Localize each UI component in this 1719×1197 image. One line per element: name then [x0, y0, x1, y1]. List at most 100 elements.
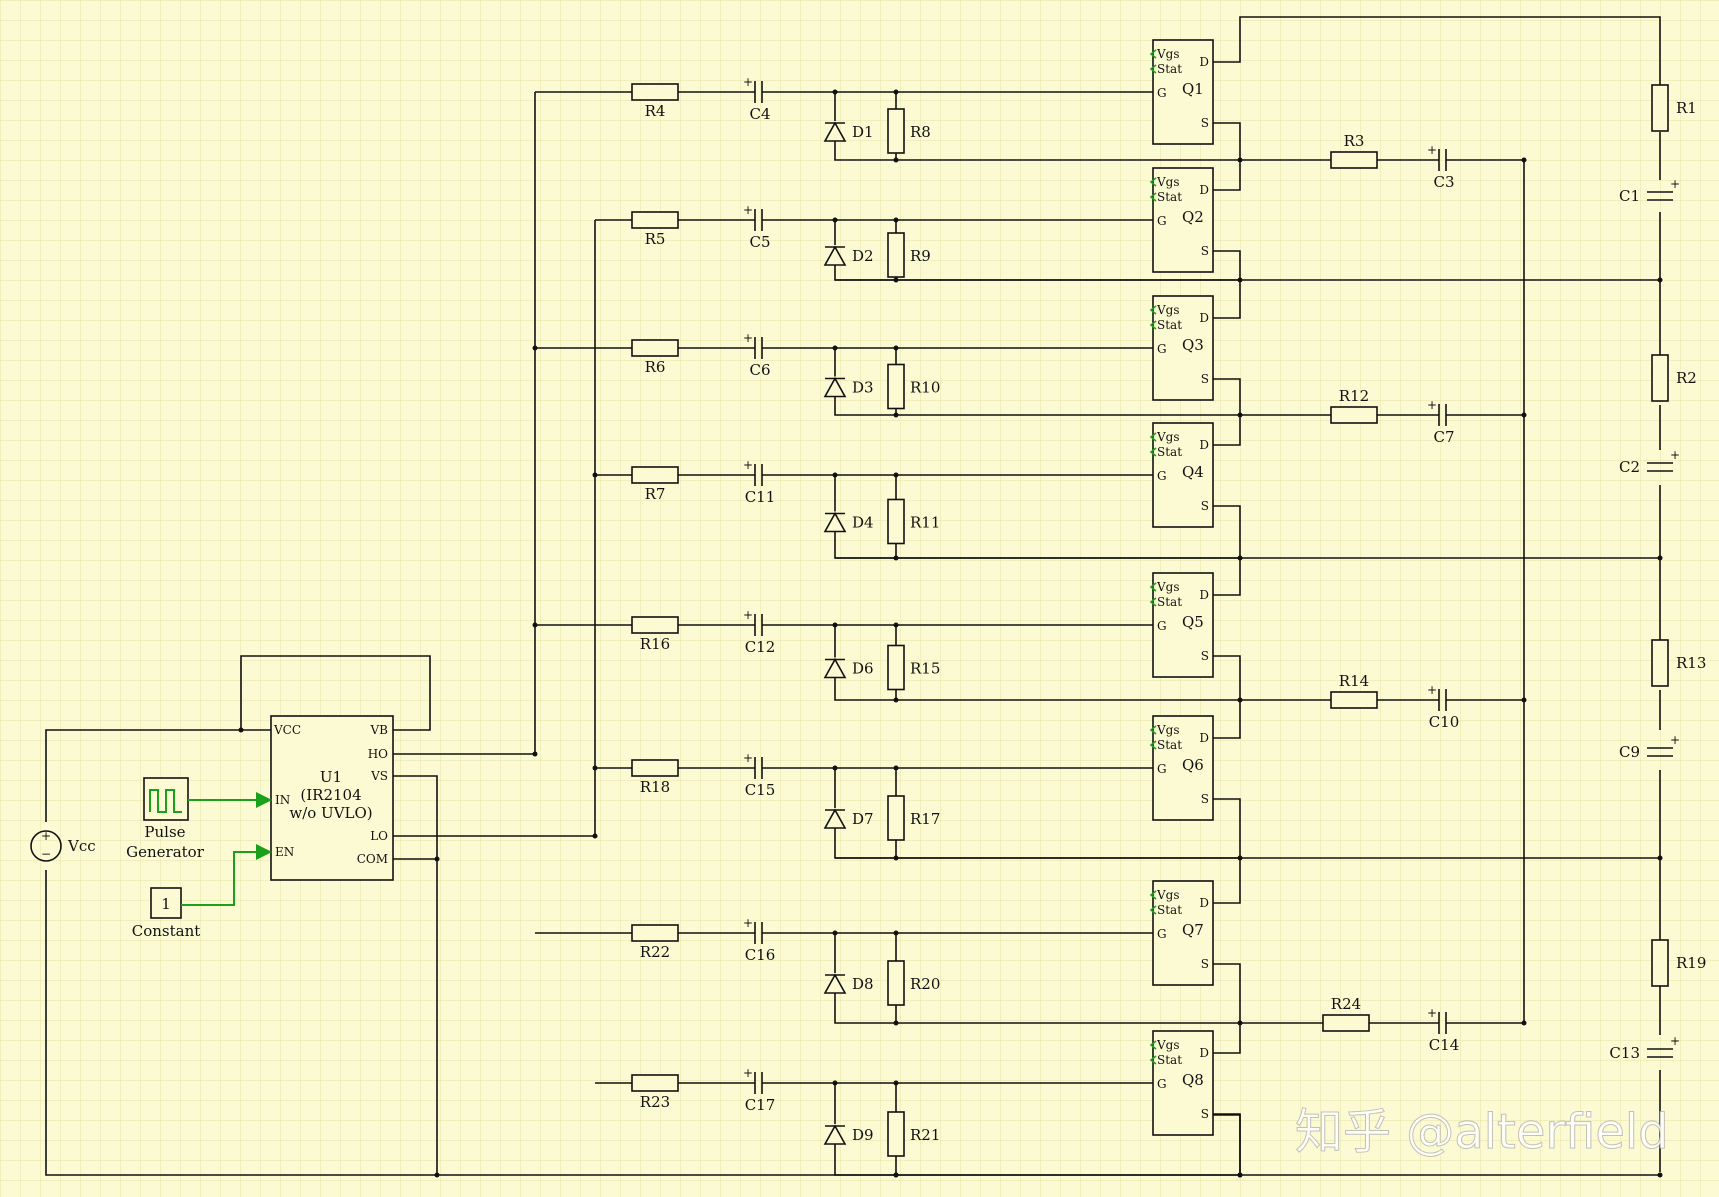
vcc-source[interactable]: + − Vcc	[30, 829, 96, 862]
plus-sign: +	[1670, 733, 1680, 747]
plus-sign: +	[743, 916, 753, 930]
junction-dot	[592, 765, 598, 771]
junction-dot	[893, 472, 899, 478]
pin-g-label: G	[1157, 927, 1167, 941]
probe-icon	[1149, 49, 1157, 74]
plus-sign: +	[743, 331, 753, 345]
junction-dot	[893, 412, 899, 418]
gate-capacitor-label: C17	[745, 1096, 776, 1114]
mosfet-label: Q8	[1182, 1071, 1204, 1089]
pin-s-label: S	[1201, 957, 1209, 971]
gate-capacitor-label: C12	[745, 638, 776, 656]
gate-resistor	[631, 466, 679, 484]
pin-stat-label: Stat	[1157, 1053, 1182, 1067]
junction-dot	[1657, 277, 1663, 283]
divider-resistor-label: R1	[1676, 99, 1697, 117]
diode-label: D4	[852, 514, 874, 532]
driver-part: (IR2104	[300, 786, 361, 804]
divider-2: R2+C2	[1619, 354, 1697, 561]
gate-capacitor-label: C16	[745, 946, 776, 964]
pin-vgs-label: Vgs	[1156, 580, 1180, 594]
pin-vcc-label: VCC	[273, 723, 301, 737]
plus-sign: +	[1427, 143, 1437, 157]
mosfet-label: Q7	[1182, 921, 1204, 939]
pin-vgs-label: Vgs	[1156, 303, 1180, 317]
pin-d-label: D	[1199, 731, 1209, 745]
pin-vgs-label: Vgs	[1156, 47, 1180, 61]
divider-capacitor	[1647, 462, 1673, 472]
diode-label: D6	[852, 660, 874, 678]
snubber-resistor-label: R3	[1344, 132, 1365, 150]
gate-resistor-label: R23	[640, 1093, 670, 1111]
pin-lo-label: LO	[370, 829, 388, 843]
snubber-capacitor	[1369, 1012, 1472, 1034]
junction-dot	[893, 1020, 899, 1026]
junction-dot	[832, 930, 838, 936]
gate-capacitor-label: C6	[749, 361, 770, 379]
probe-icon	[1149, 890, 1157, 915]
pin-d-label: D	[1199, 311, 1209, 325]
gate-resistor-label: R22	[640, 943, 670, 961]
snubber-resistor	[1330, 406, 1378, 424]
pin-s-label: S	[1201, 499, 1209, 513]
divider-resistor	[1651, 639, 1669, 687]
junction-dot	[893, 765, 899, 771]
divider-1: R1+C1	[1619, 84, 1697, 283]
gs-resistor-label: R15	[910, 660, 940, 678]
pin-in-label: IN	[275, 793, 290, 807]
constant-block[interactable]: 1 Constant	[132, 844, 272, 940]
diode-symbol	[823, 511, 847, 533]
snubber-resistor	[1330, 691, 1378, 709]
pin-d-label: D	[1199, 1046, 1209, 1060]
diode-label: D7	[852, 810, 874, 828]
divider-3: R13+C9	[1619, 639, 1706, 861]
plus-sign: +	[743, 1066, 753, 1080]
diode-symbol	[823, 1124, 847, 1145]
pin-stat-label: Stat	[1157, 190, 1182, 204]
driver-ic[interactable]: VCC IN EN VB HO VS LO COM U1 (IR2104 w/o…	[270, 715, 394, 881]
diode-symbol	[823, 973, 847, 994]
snubber-capacitor	[1377, 689, 1472, 711]
junction-dot	[893, 1080, 899, 1086]
junction-dot	[434, 856, 440, 862]
pulse-label-2: Generator	[126, 843, 205, 861]
plus-sign: +	[1670, 1034, 1680, 1048]
mosfet-label: Q2	[1182, 208, 1204, 226]
pin-stat-label: Stat	[1157, 445, 1182, 459]
gate-resistor	[631, 339, 679, 357]
pin-g-label: G	[1157, 342, 1167, 356]
gs-resistor	[887, 363, 905, 410]
snubber-capacitor-label: C14	[1429, 1036, 1460, 1054]
pin-vgs-label: Vgs	[1156, 888, 1180, 902]
gs-resistor-label: R8	[910, 123, 931, 141]
probe-icon	[1149, 1040, 1157, 1065]
plus-sign: +	[743, 75, 753, 89]
junction-dot	[434, 1172, 440, 1178]
snubber-capacitor-label: C7	[1433, 428, 1454, 446]
junction-dot	[592, 472, 598, 478]
pulse-generator[interactable]: Pulse Generator	[126, 777, 272, 861]
gate-resistor-label: R18	[640, 778, 670, 796]
pin-g-label: G	[1157, 1077, 1167, 1091]
junction-dot	[1521, 1020, 1527, 1026]
pin-vb-label: VB	[370, 723, 389, 737]
pin-s-label: S	[1201, 1107, 1209, 1121]
pin-vgs-label: Vgs	[1156, 430, 1180, 444]
divider-capacitor	[1647, 1048, 1673, 1058]
junction-dot	[832, 345, 838, 351]
snubber-capacitor-label: C3	[1433, 173, 1454, 191]
pin-d-label: D	[1199, 438, 1209, 452]
junction-dot	[1521, 697, 1527, 703]
junction-dot	[1521, 157, 1527, 163]
snubber-resistor-label: R12	[1339, 387, 1369, 405]
divider-capacitor	[1647, 191, 1673, 201]
diode-symbol	[823, 657, 847, 679]
gate-capacitor-label: C5	[749, 233, 770, 251]
